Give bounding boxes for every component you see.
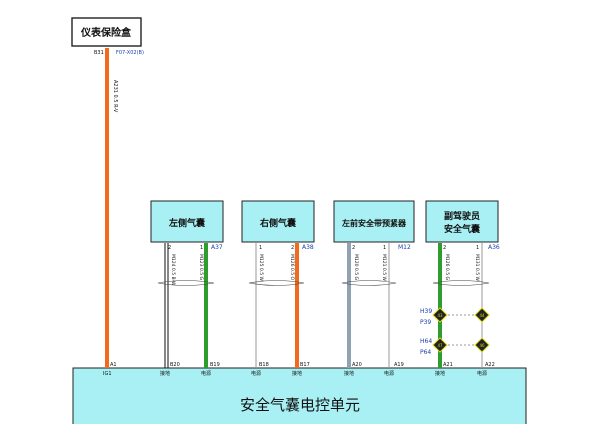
component-connector: A38: [302, 244, 314, 251]
ecu-box: [72, 367, 527, 424]
splice-diamond: 43: [432, 307, 448, 323]
component-seatbelt-pretensioner: 左前安全带预紧器 M12: [333, 200, 415, 251]
component-label-line2: 安全气囊: [444, 223, 481, 235]
wire-pair-seatbelt-pretensioner: [347, 243, 390, 368]
component-connector: A36: [488, 244, 500, 251]
splice-links: [440, 314, 482, 346]
wire-code: M123 0.5 G: [198, 254, 204, 280]
fuse-box: [71, 17, 142, 47]
ecu-pin-func: 接地: [292, 370, 302, 377]
ecu-pin: B17: [300, 362, 310, 368]
pin-num: 1: [383, 245, 386, 251]
ecu-pin: B19: [210, 362, 220, 368]
component-passenger-airbag: 副驾驶员 安全气囊 A36: [425, 200, 500, 251]
pin-num: 2: [352, 245, 355, 251]
pin-num: 1: [200, 245, 203, 251]
component-connector: M12: [398, 244, 411, 251]
ecu-pin: B20: [170, 362, 180, 368]
wire-code: M124 0.5 B-W: [170, 254, 176, 286]
ecu-pin: A20: [352, 362, 362, 368]
ecu-label: 安全气囊电控单元: [240, 396, 360, 414]
ecu-pin: A22: [485, 362, 495, 368]
pin-num: 1: [259, 245, 262, 251]
wire-code: M120 0.5 G: [353, 254, 359, 280]
wire-pair-right-side-airbag: [255, 243, 299, 368]
ecu-pin-func: 电源: [477, 370, 487, 377]
wire-code: M131 0.5 W: [474, 254, 480, 281]
wire-code: M125 0.5 W: [258, 254, 264, 281]
splice-diamond: 46: [474, 337, 490, 353]
wire-code: M126 0.5 O: [289, 254, 295, 280]
fuse-box-label: 仪表保险盒: [80, 26, 132, 39]
pin-num: 1: [476, 245, 479, 251]
ecu-pin-ig1: IG1: [103, 371, 112, 377]
ecu-pin: B18: [259, 362, 269, 368]
ecu-pin-func: 电源: [201, 370, 211, 377]
svg-text:47: 47: [437, 343, 443, 348]
ecu-pin-func: 接地: [435, 370, 445, 377]
component-label: 右侧气囊: [259, 217, 297, 229]
ecu-pin: A19: [394, 362, 404, 368]
splice-label: H39: [420, 308, 432, 315]
ecu-pin-func: 接地: [160, 370, 170, 377]
twist-markers: [157, 280, 490, 286]
splice-label: P39: [420, 319, 431, 326]
ecu-pin-func: 电源: [384, 370, 394, 377]
component-box: [241, 200, 315, 243]
component-box: [150, 200, 224, 243]
wire-fuse-feed-label: A231 0.5 R-V: [112, 80, 118, 113]
wire-code: M126 0.5 G: [444, 254, 450, 280]
component-left-side-airbag: 左侧气囊 A37: [150, 200, 224, 251]
splice-diamond: 47: [432, 337, 448, 353]
component-label-line1: 副驾驶员: [444, 210, 480, 222]
ecu-pin-func: 接地: [344, 370, 354, 377]
svg-text:44: 44: [479, 313, 485, 318]
splice-label: P64: [420, 349, 431, 356]
wire-code: M121 0.5 W: [381, 254, 387, 281]
ecu-pin: A21: [443, 362, 453, 368]
pin-num: 2: [291, 245, 294, 251]
splice-diamond: 44: [474, 307, 490, 323]
svg-text:43: 43: [437, 313, 443, 318]
component-label: 左侧气囊: [168, 217, 206, 229]
svg-text:46: 46: [479, 343, 485, 348]
wire-pair-left-side-airbag: [164, 243, 208, 368]
component-label: 左前安全带预紧器: [341, 218, 407, 228]
fuse-connector: F07-X02(B): [116, 50, 144, 56]
component-connector: A37: [211, 244, 223, 251]
splice-label: H64: [420, 338, 432, 345]
component-box: [333, 200, 415, 243]
ecu-pin-a1: A1: [110, 362, 117, 368]
fuse-pin: B31: [94, 50, 104, 56]
pin-num: 2: [168, 245, 171, 251]
component-right-side-airbag: 右侧气囊 A38: [241, 200, 315, 251]
component-box: [425, 200, 499, 243]
ecu-pin-func: 电源: [251, 370, 261, 377]
pin-num: 2: [443, 245, 446, 251]
